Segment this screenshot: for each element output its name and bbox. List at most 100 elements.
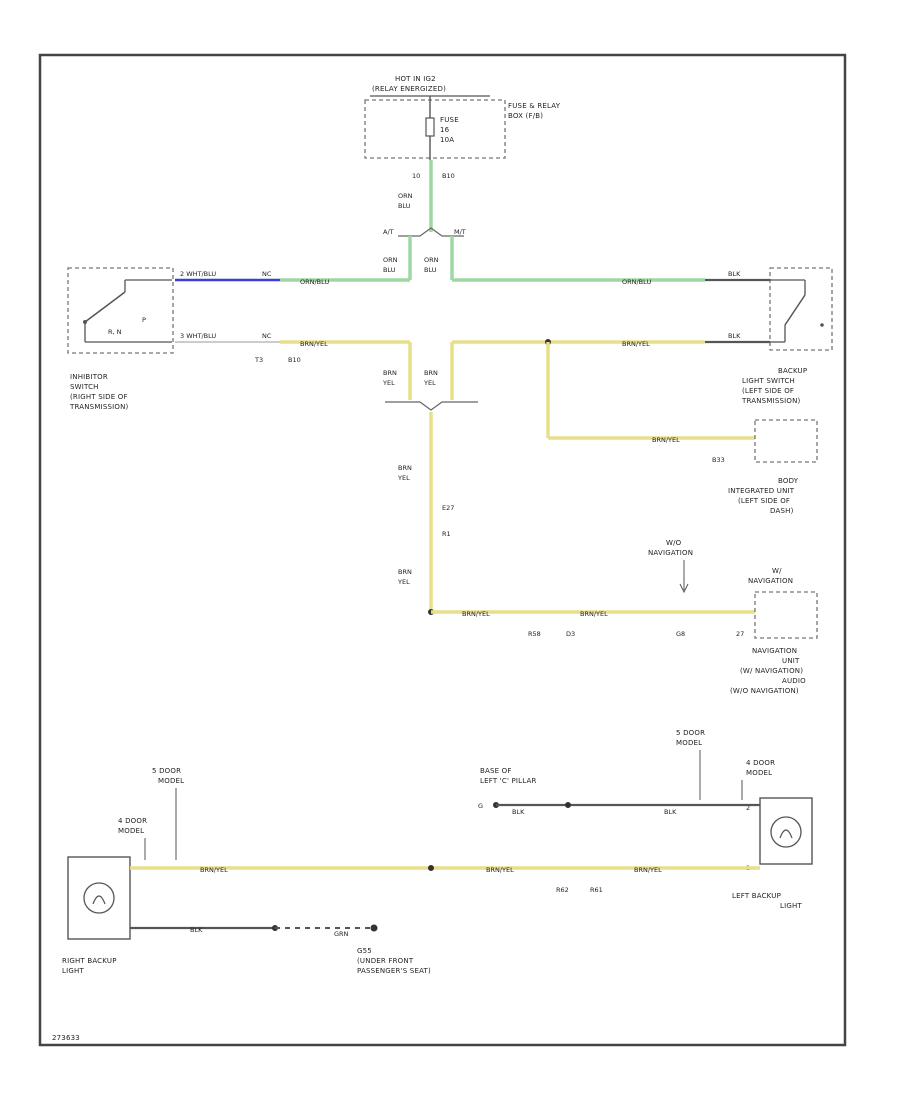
wo-nav-note2: NAVIGATION: [648, 549, 693, 557]
at-label: A/T: [383, 228, 394, 236]
body-integrated-unit: B33 BODY INTEGRATED UNIT (LEFT SIDE OF D…: [712, 419, 818, 515]
right-bulb-filament: [92, 895, 106, 905]
fuse-header-line2: (RELAY ENERGIZED): [372, 85, 446, 93]
connector-t3: T3: [254, 356, 263, 364]
rear-wire-label-b: BRN/YEL: [486, 866, 514, 874]
nav-unit-label2: UNIT: [782, 657, 800, 665]
nav-unit-label5: (W/O NAVIGATION): [730, 687, 799, 695]
door4-left-note1: 4 DOOR: [118, 817, 147, 825]
inhibitor-label3: (RIGHT SIDE OF: [70, 393, 128, 401]
door5-right-note2: MODEL: [676, 739, 702, 747]
connector-d3: D3: [566, 630, 575, 638]
body-unit-label4: DASH): [770, 507, 794, 515]
pillar-ground-label2: LEFT 'C' PILLAR: [480, 777, 537, 785]
body-unit-wire-label: BRN/YEL: [652, 436, 680, 444]
main-drop-color2: YEL: [397, 474, 410, 482]
blu-wire-label: 2 WHT/BLU: [180, 270, 216, 278]
fuse-pin-b: B10: [442, 172, 455, 180]
left-light-label1: LEFT BACKUP: [732, 892, 781, 900]
left-backup-light: 5 DOOR MODEL 4 DOOR MODEL 2 1 LEFT BACKU…: [676, 729, 813, 910]
inhibitor-feed-label: ORN/BLU: [300, 278, 329, 286]
pillar-ground-label1: BASE OF: [480, 767, 512, 775]
orn-blu-circuit: ORN BLU A/T M/T ORN BLU ORN BLU ORN/BLU …: [280, 160, 705, 286]
seat-ground-label2: (UNDER FRONT: [357, 957, 414, 965]
nav-wire-label-a: BRN/YEL: [462, 610, 490, 618]
mt-wire-color2: BLU: [424, 266, 437, 274]
wo-nav-arrowhead: [679, 583, 689, 594]
nav-unit-label3: (W/ NAVIGATION): [740, 667, 803, 675]
nav-wire-label-b: BRN/YEL: [580, 610, 608, 618]
right-bulb-icon: [83, 882, 115, 914]
nav-unit-label4: AUDIO: [782, 677, 806, 685]
door4-right-note1: 4 DOOR: [746, 759, 775, 767]
connector-e27: E27: [442, 504, 454, 512]
fuse-box-outline: [364, 99, 506, 159]
seat-ground-label3: PASSENGER'S SEAT): [357, 967, 431, 975]
fuse-rating: 10A: [440, 136, 454, 144]
w-nav-note2: NAVIGATION: [748, 577, 793, 585]
backup-switch-contact: [820, 323, 824, 327]
inhibitor-outline: [67, 267, 174, 354]
left-light-pin2: 2: [746, 804, 750, 812]
wht-blu-label: 3 WHT/BLU: [180, 332, 216, 340]
body-unit-outline: [754, 419, 818, 463]
backup-switch-arm: [784, 294, 806, 326]
ground-splice: [565, 802, 571, 808]
door5-right-note1: 5 DOOR: [676, 729, 705, 737]
door4-right-note2: MODEL: [746, 769, 772, 777]
wht-nc-label: NC: [262, 332, 272, 340]
backup-switch-label1: BACKUP: [778, 367, 807, 375]
connector-r58: R58: [528, 630, 541, 638]
connector-r61: R61: [590, 886, 603, 894]
body-unit-label2: INTEGRATED UNIT: [728, 487, 795, 495]
inhibitor-out-label: BRN/YEL: [300, 340, 328, 348]
right-backup-light: 5 DOOR MODEL 4 DOOR MODEL RIGHT BACKUP L…: [62, 767, 184, 975]
inhibitor-label1: INHIBITOR: [70, 373, 108, 381]
fuse-pin-a: 10: [412, 172, 420, 180]
connector-r62: R62: [556, 886, 569, 894]
backup-bot-wire-label: BLK: [728, 332, 741, 340]
fuse-element: [425, 117, 435, 137]
inhibitor-internal-label2: P: [142, 316, 146, 324]
at-mt-split: [398, 227, 464, 237]
connector-g8: G8: [676, 630, 685, 638]
blu-nc-label: NC: [262, 270, 272, 278]
feed-wire-color2: BLU: [398, 202, 411, 210]
connector-b33: B33: [712, 456, 725, 464]
right-light-label1: RIGHT BACKUP: [62, 957, 117, 965]
at-return-color1: BRN: [383, 369, 397, 377]
at-wire-color1: ORN: [383, 256, 398, 264]
backup-top-wire-label: BLK: [728, 270, 741, 278]
ground-wire-label-b: BLK: [664, 808, 677, 816]
backup-out-label: BRN/YEL: [622, 340, 650, 348]
seat-ground: BLK GRN G55 (UNDER FRONT PASSENGER'S SEA…: [130, 924, 431, 975]
left-light-label2: LIGHT: [780, 902, 802, 910]
fuse-label: FUSE: [440, 116, 459, 124]
door5-left-note1: 5 DOOR: [152, 767, 181, 775]
body-unit-label3: (LEFT SIDE OF: [738, 497, 790, 505]
at-wire-color2: BLU: [383, 266, 396, 274]
connector-r1: R1: [442, 530, 451, 538]
inhibitor-label2: SWITCH: [70, 383, 99, 391]
mt-label: M/T: [454, 228, 466, 236]
nav-unit-outline: [754, 591, 818, 639]
door4-left-note2: MODEL: [118, 827, 144, 835]
lower-drop-color2: YEL: [397, 578, 410, 586]
backup-switch-label2: LIGHT SWITCH: [742, 377, 795, 385]
feed-wire-color1: ORN: [398, 192, 413, 200]
fuse-header-line1: HOT IN IG2: [395, 75, 436, 83]
left-bulb-icon: [770, 816, 802, 848]
backup-switch-label3: (LEFT SIDE OF: [742, 387, 794, 395]
rear-wire-label-a: BRN/YEL: [200, 866, 228, 874]
connector-b10: B10: [288, 356, 301, 364]
seat-ground-grn: GRN: [334, 930, 349, 938]
backup-switch-label4: TRANSMISSION): [741, 397, 801, 405]
door5-left-note2: MODEL: [158, 777, 184, 785]
mt-return-color1: BRN: [424, 369, 438, 377]
seat-ground-wire-label: BLK: [190, 926, 203, 934]
w-nav-note1: W/: [772, 567, 782, 575]
right-light-label2: LIGHT: [62, 967, 84, 975]
diagram-frame: [38, 53, 847, 1047]
